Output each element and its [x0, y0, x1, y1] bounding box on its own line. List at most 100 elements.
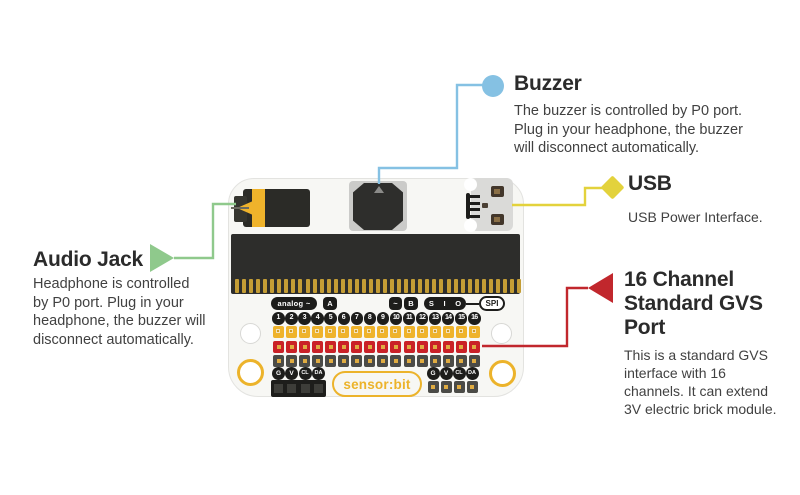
audio-jack-desc-line: Headphone is controlled [33, 276, 190, 292]
pin-contact-dot [420, 345, 425, 349]
edge-connector-pin [425, 279, 430, 293]
edge-connector-pin [474, 279, 479, 293]
audio-jack-slot [231, 207, 249, 209]
edge-connector-pin [418, 279, 423, 293]
pin-contact-dot [393, 359, 398, 363]
gvs-title-line: Standard GVS [624, 292, 763, 315]
iic-pin-label: V [439, 367, 453, 380]
gvs-title-line: 16 Channel [624, 268, 735, 291]
edge-connector-pin [502, 279, 507, 293]
pin-contact-dot [393, 345, 398, 349]
gvs-pin [286, 355, 298, 367]
mounting-hole-ring [236, 358, 264, 386]
edge-connector-pin [495, 279, 500, 293]
gvs-pin [468, 355, 480, 367]
usb-connector-line [512, 186, 605, 207]
pin-contact-dot [367, 359, 372, 363]
pin-contact-dot [289, 359, 294, 363]
header-pin-hole [274, 384, 283, 393]
pin-hole [289, 328, 294, 333]
gvs-pin [377, 355, 389, 367]
edge-connector-pin [383, 279, 388, 293]
pin-contact-dot [328, 345, 333, 349]
edge-connector-pin [291, 279, 296, 293]
pin-contact-dot [470, 385, 474, 389]
iic-header-left [271, 380, 326, 397]
edge-connector-pin [376, 279, 380, 293]
iic-pin-label: G [426, 367, 440, 380]
pin-hole [341, 328, 346, 333]
pin-contact-dot [407, 359, 411, 363]
pin-contact-dot [472, 345, 477, 349]
buzzer-title: Buzzer [514, 72, 582, 95]
gvs-pin [390, 341, 402, 353]
pin-contact-dot [328, 359, 333, 363]
pin-contact-dot [472, 359, 477, 363]
audio-jack-desc-line: disconnect automatically. [33, 331, 194, 348]
iic-header-right [229, 381, 523, 393]
pin-hole [328, 328, 333, 333]
gvs-pin [403, 341, 415, 353]
gvs-pin [416, 326, 428, 338]
pin-number: 5 [324, 312, 337, 325]
gvs-pin [325, 341, 337, 353]
pin-contact-dot [302, 345, 307, 349]
gvs-pin [273, 341, 284, 353]
pin-contact-dot [446, 359, 451, 363]
gvs-pin [273, 355, 284, 367]
pin-contact-dot [276, 359, 281, 363]
edge-connector-pin [298, 279, 303, 293]
audio-jack-connector-line [174, 202, 236, 260]
pin-contact-dot [302, 359, 307, 363]
gvs-pin [325, 326, 337, 338]
label-tilde: ~ [389, 297, 402, 310]
gvs-pin [377, 326, 389, 338]
gvs-pin [390, 326, 402, 338]
audio-jack-title: Audio Jack [33, 248, 144, 271]
edge-connector [231, 234, 521, 294]
gvs-pin [351, 355, 363, 367]
edge-connector-pin [284, 279, 289, 293]
edge-connector-pin [319, 279, 324, 293]
audio-jack-description: Headphone is controlled by P0 port. Plug… [33, 275, 206, 349]
pin-number: 6 [337, 312, 350, 325]
label-sio: S I O [424, 297, 466, 310]
pin-number: 14 [441, 312, 455, 325]
edge-connector-pin [354, 279, 359, 293]
gvs-pin [364, 326, 376, 338]
usb-description: USB Power Interface. [628, 208, 763, 227]
pin-contact-dot [459, 359, 464, 363]
gvs-pin [351, 341, 363, 353]
iic-pin-label: CL [298, 367, 312, 380]
pin-hole [471, 328, 476, 333]
pin-hole [315, 328, 320, 333]
edge-connector-pin [432, 279, 437, 293]
pin-contact-dot [407, 345, 411, 349]
pin-hole [393, 328, 398, 333]
pin-hole [445, 328, 450, 333]
buzzer-desc-line: The buzzer is controlled by P0 port. [514, 103, 743, 119]
gvs-pin [416, 341, 428, 353]
edge-connector-pin [467, 279, 472, 293]
pin-contact-dot [315, 359, 320, 363]
gvs-row-signal [229, 326, 523, 338]
gvs-desc-line: interface with 16 [624, 365, 726, 381]
edge-connector-pin [411, 279, 416, 293]
edge-connector-pin [340, 279, 345, 293]
edge-connector-pin [235, 279, 239, 293]
iic-pin-label: V [285, 367, 298, 380]
pin-contact-dot [433, 359, 438, 363]
gvs-pin [390, 355, 402, 367]
edge-connector-pin [439, 279, 444, 293]
gvs-pin [312, 355, 324, 367]
pin-contact-dot [433, 345, 438, 349]
label-spi: SPI [479, 296, 505, 311]
pin-contact-dot [341, 359, 346, 363]
gvs-pin [442, 341, 454, 353]
edge-connector-pin [517, 279, 521, 293]
edge-connector-pin [277, 279, 282, 293]
